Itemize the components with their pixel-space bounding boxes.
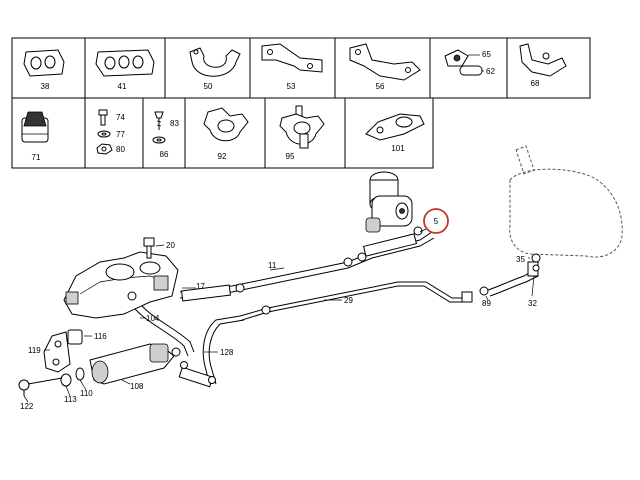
grid-cell-53[interactable]: 53 xyxy=(261,43,323,91)
parts-grid xyxy=(11,37,591,169)
bolt-clamp-part-icon xyxy=(279,105,325,149)
screw-part-icon xyxy=(154,111,164,130)
callout-17: 17 xyxy=(196,282,205,291)
bolt-20 xyxy=(143,237,155,259)
fuel-line-11 xyxy=(179,226,435,302)
callout-108: 108 xyxy=(130,382,144,391)
fuel-line-29 xyxy=(239,281,473,321)
clamp-part-icon xyxy=(189,47,241,77)
injection-unit-body xyxy=(63,251,179,319)
grid-cell-50[interactable]: 50 xyxy=(189,47,241,91)
grid-cell-71[interactable]: 71 xyxy=(21,111,49,162)
part-number-label: 71 xyxy=(32,153,41,162)
part-number-label: 95 xyxy=(286,152,295,161)
callout-116: 116 xyxy=(94,332,107,341)
grommet-triple-part-icon xyxy=(95,49,155,77)
strap-clip-part-icon xyxy=(519,43,567,77)
part-number-label: 77 xyxy=(116,130,125,139)
grid-cell-101[interactable]: 101 xyxy=(365,113,425,153)
washer-part-icon xyxy=(152,136,166,144)
part-number-label: 83 xyxy=(170,119,179,128)
callout-35: 35 xyxy=(516,255,525,264)
cap-part-icon xyxy=(21,111,49,143)
callout-110: 110 xyxy=(80,389,93,398)
fuel-tank-outline xyxy=(509,145,623,258)
grid-cell-56[interactable]: 56 xyxy=(349,43,421,91)
part-number-label: 53 xyxy=(287,82,296,91)
callout-104: 104 xyxy=(146,314,160,323)
grid-cell-83-86[interactable]: 83 86 xyxy=(152,111,179,159)
callout-leaders xyxy=(23,227,535,403)
part-number-label: 38 xyxy=(41,82,50,91)
callout-29: 29 xyxy=(344,296,353,305)
fuel-pipe-104-128 xyxy=(129,297,245,388)
highlight-part-5[interactable]: 5 xyxy=(423,208,449,234)
clip-part-icon xyxy=(444,49,469,67)
callout-122: 122 xyxy=(20,402,34,411)
part-number-label: 92 xyxy=(218,152,227,161)
part-number-label: 86 xyxy=(160,150,169,159)
grid-cell-74-77-80[interactable]: 74 77 80 xyxy=(96,109,125,155)
mount-bracket-part-icon xyxy=(349,43,421,81)
washer-part-icon xyxy=(97,130,111,138)
callout-20: 20 xyxy=(166,241,175,250)
part-number-label: 80 xyxy=(116,145,125,154)
grid-cell-41[interactable]: 41 xyxy=(95,49,155,91)
callout-113: 113 xyxy=(64,395,77,404)
filter-canister-assembly xyxy=(365,171,413,233)
part-number-label: 41 xyxy=(118,82,127,91)
callout-32: 32 xyxy=(528,299,537,308)
grid-cell-92[interactable]: 92 xyxy=(203,107,249,161)
tie-strap-part-icon xyxy=(365,113,425,141)
callout-119: 119 xyxy=(28,346,41,355)
part-number-label: 62 xyxy=(486,67,495,76)
callout-11: 11 xyxy=(268,261,277,270)
return-hose-32 xyxy=(479,253,541,297)
callout-numbers: 20 17 11 29 104 128 116 119 108 110 113 … xyxy=(20,241,537,411)
callout-5: 5 xyxy=(434,217,439,226)
callout-128: 128 xyxy=(220,348,234,357)
grid-cell-38[interactable]: 38 xyxy=(23,49,65,91)
callout-89: 89 xyxy=(482,299,491,308)
nut-part-icon xyxy=(96,143,113,155)
fuel-pump-108 xyxy=(89,343,181,385)
sleeve-part-icon xyxy=(459,65,483,76)
bolt-part-icon xyxy=(98,109,108,126)
part-number-label: 101 xyxy=(391,144,405,153)
grid-cell-68[interactable]: 68 xyxy=(519,43,567,88)
grid-cell-65-62[interactable]: 65 62 xyxy=(444,49,495,76)
bracket-part-icon xyxy=(261,43,323,73)
grid-cell-95[interactable]: 95 xyxy=(279,105,325,161)
part-number-label: 50 xyxy=(204,82,213,91)
part-number-label: 68 xyxy=(531,79,540,88)
part-number-label: 65 xyxy=(482,50,491,59)
part-number-label: 74 xyxy=(116,113,125,122)
hose-clamp-part-icon xyxy=(203,107,249,142)
hardware-110-113-122 xyxy=(18,367,85,396)
part-number-label: 56 xyxy=(376,82,385,91)
pump-bracket-116-119 xyxy=(43,329,83,373)
grommet-part-icon xyxy=(23,49,65,77)
